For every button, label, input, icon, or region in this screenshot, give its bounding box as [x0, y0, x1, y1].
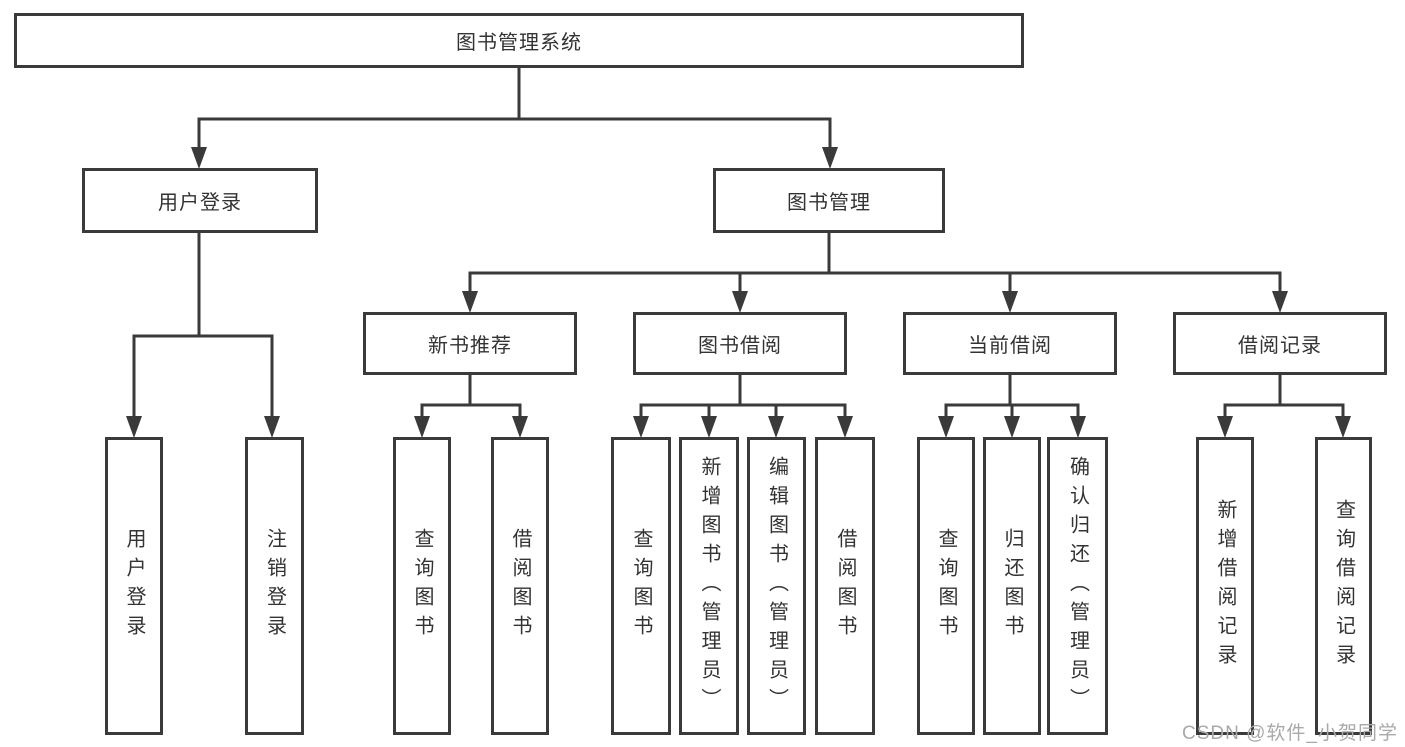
connector-current-branch: [944, 375, 1080, 418]
node-current-borrow: 当前借阅: [903, 312, 1117, 375]
node-book-management-label: 图书管理: [787, 192, 871, 214]
node-book-borrow-label: 图书借阅: [698, 335, 782, 357]
node-leaf-edit-books-admin-label: 编辑图书（管理员）: [765, 455, 788, 717]
node-leaf-query-books-current-label: 查询图书: [935, 528, 957, 644]
node-leaf-query-books-borrow-label: 查询图书: [630, 528, 652, 644]
node-leaf-user-login: 用户登录: [105, 437, 163, 735]
node-book-management: 图书管理: [713, 168, 945, 233]
node-leaf-query-borrow-record: 查询借阅记录: [1315, 437, 1372, 735]
node-leaf-add-books-admin: 新增图书（管理员）: [679, 437, 739, 735]
node-leaf-query-books-current: 查询图书: [917, 437, 975, 735]
node-leaf-edit-books-admin: 编辑图书（管理员）: [747, 437, 806, 735]
node-leaf-borrow-books-recommend-label: 借阅图书: [509, 528, 531, 644]
node-new-book-recommend: 新书推荐: [363, 312, 577, 375]
node-leaf-borrow-books-recommend: 借阅图书: [491, 437, 549, 735]
connector-records-branch: [1223, 375, 1345, 418]
node-leaf-query-books-recommend-label: 查询图书: [411, 528, 433, 644]
node-user-login: 用户登录: [82, 168, 318, 233]
node-leaf-logout-label: 注销登录: [263, 528, 286, 644]
node-borrow-records: 借阅记录: [1173, 312, 1387, 375]
connector-user-login-branch: [132, 334, 274, 418]
node-leaf-user-login-label: 用户登录: [123, 528, 145, 644]
node-user-login-label: 用户登录: [158, 192, 242, 214]
node-leaf-return-books: 归还图书: [983, 437, 1041, 735]
watermark: CSDN @软件_小贺同学: [1182, 723, 1398, 744]
connector-borrow-branch: [639, 375, 847, 418]
node-book-borrow: 图书借阅: [633, 312, 847, 375]
node-leaf-query-books-borrow: 查询图书: [611, 437, 671, 735]
node-leaf-return-books-label: 归还图书: [1001, 528, 1023, 644]
node-leaf-add-borrow-record: 新增借阅记录: [1196, 437, 1254, 735]
arrowheads: [126, 147, 1351, 438]
connector-recommend-branch: [420, 375, 522, 418]
node-leaf-borrow-books: 借阅图书: [815, 437, 875, 735]
node-leaf-add-books-admin-label: 新增图书（管理员）: [698, 455, 720, 717]
node-leaf-confirm-return-admin-label: 确认归还（管理员）: [1066, 455, 1089, 717]
node-leaf-query-books-recommend: 查询图书: [393, 437, 451, 735]
node-current-borrow-label: 当前借阅: [968, 335, 1052, 357]
node-leaf-borrow-books-label: 借阅图书: [834, 528, 856, 644]
node-leaf-confirm-return-admin: 确认归还（管理员）: [1047, 437, 1108, 735]
node-borrow-records-label: 借阅记录: [1238, 335, 1322, 357]
node-new-book-recommend-label: 新书推荐: [428, 335, 512, 357]
connector-level3-branch: [468, 271, 1282, 293]
node-leaf-logout: 注销登录: [245, 437, 304, 735]
connector-level2-branch: [197, 117, 832, 149]
node-leaf-query-borrow-record-label: 查询借阅记录: [1332, 499, 1355, 673]
node-root: 图书管理系统: [14, 13, 1024, 68]
node-root-label: 图书管理系统: [456, 32, 582, 54]
node-leaf-add-borrow-record-label: 新增借阅记录: [1214, 499, 1236, 673]
